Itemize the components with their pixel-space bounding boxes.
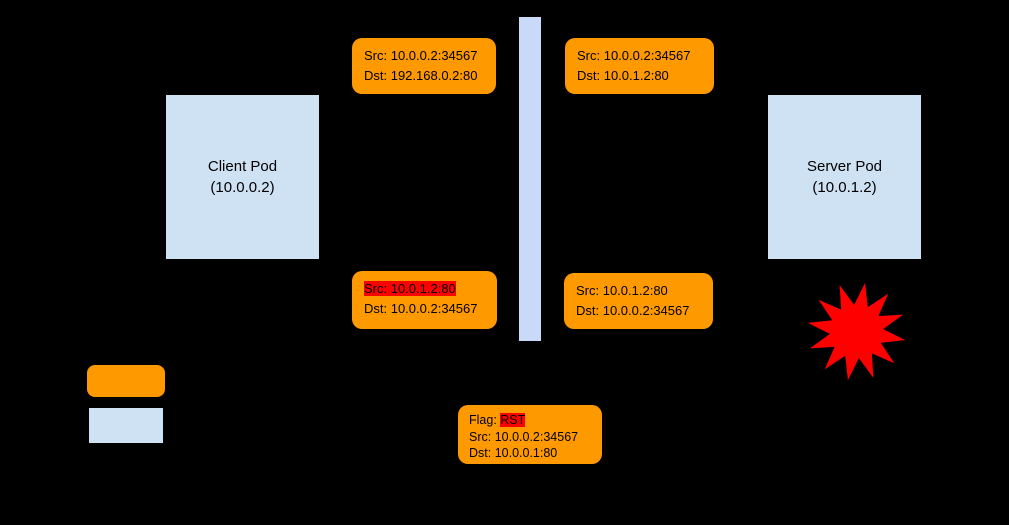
packet-dst: Dst: 10.0.0.1:80 [469, 446, 558, 460]
packet-src-highlighted: Src: 10.0.1.2:80 [364, 281, 456, 296]
server-pod-box: Server Pod (10.0.1.2) [768, 95, 921, 259]
packet-dst: Dst: 10.0.0.2:34567 [576, 303, 690, 318]
packet-dst: Dst: 10.0.0.2:34567 [364, 301, 478, 316]
legend-blue-swatch [89, 408, 163, 443]
packet-box-top-left: Src: 10.0.0.2:34567 Dst: 192.168.0.2:80 [352, 38, 496, 94]
packet-src: Src: 10.0.0.2:34567 [469, 429, 579, 444]
packet-dst: Dst: 192.168.0.2:80 [364, 68, 478, 83]
packet-box-rst: Flag: RST Src: 10.0.0.2:34567 Dst: 10.0.… [458, 405, 602, 464]
client-pod-title: Client Pod [207, 158, 278, 175]
middle-node-bar [519, 17, 541, 341]
packet-flag-line: Flag: RST [469, 413, 526, 427]
server-pod-ip: (10.0.1.2) [812, 179, 877, 196]
packet-dst: Dst: 10.0.1.2:80 [577, 68, 669, 83]
packet-src: Src: 10.0.1.2:80 [576, 283, 668, 298]
packet-src: Src: 10.0.0.2:34567 [577, 48, 691, 63]
legend-orange-swatch [87, 365, 165, 397]
packet-box-bottom-right: Src: 10.0.1.2:80 Dst: 10.0.0.2:34567 [564, 273, 713, 329]
explosion-burst-icon [807, 282, 906, 381]
packet-src: Src: 10.0.0.2:34567 [364, 48, 478, 63]
client-pod-ip: (10.0.0.2) [210, 179, 275, 196]
packet-box-top-right: Src: 10.0.0.2:34567 Dst: 10.0.1.2:80 [565, 38, 714, 94]
client-pod-box: Client Pod (10.0.0.2) [166, 95, 319, 259]
packet-box-bottom-left: Src: 10.0.1.2:80 Dst: 10.0.0.2:34567 [352, 271, 497, 329]
server-pod-title: Server Pod [806, 158, 883, 175]
rst-flag-highlight: RST [500, 413, 526, 427]
